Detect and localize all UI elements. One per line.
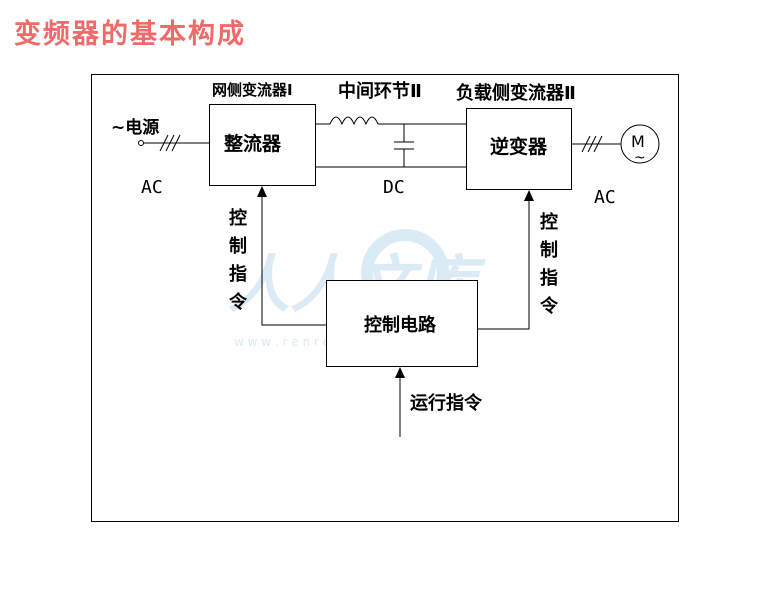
control-command-left: 控 制 指 令 bbox=[228, 207, 248, 313]
svg-text:制: 制 bbox=[540, 240, 558, 261]
rectifier-block bbox=[209, 104, 316, 186]
inductor bbox=[329, 116, 379, 126]
svg-text:令: 令 bbox=[228, 291, 248, 313]
svg-text:制: 制 bbox=[229, 236, 247, 257]
motor-wave: ~ bbox=[634, 150, 646, 166]
dc-label: DC bbox=[383, 177, 405, 198]
svg-text:指: 指 bbox=[229, 263, 247, 285]
motor-label: M bbox=[631, 132, 645, 151]
three-phase-ticks-in bbox=[159, 134, 181, 152]
control-arrow-left bbox=[257, 186, 326, 326]
power-source-label: ~电源 bbox=[111, 117, 159, 138]
control-circuit-block bbox=[326, 280, 478, 367]
svg-text:令: 令 bbox=[539, 295, 559, 317]
control-arrow-right bbox=[478, 190, 534, 330]
ac-input-label: AC bbox=[141, 177, 163, 198]
svg-text:指: 指 bbox=[540, 267, 558, 289]
run-command-label: 运行指令 bbox=[410, 392, 483, 414]
grid-converter-label: 网侧变流器Ⅰ bbox=[212, 81, 293, 99]
slide-title: 变频器的基本构成 bbox=[14, 19, 246, 50]
motor-icon bbox=[620, 124, 660, 164]
inverter-label: 逆变器 bbox=[490, 135, 548, 158]
svg-text:控: 控 bbox=[229, 207, 247, 229]
outer-frame bbox=[91, 74, 679, 522]
inverter-block bbox=[466, 108, 572, 190]
control-circuit-label: 控制电路 bbox=[364, 314, 437, 336]
svg-text:控: 控 bbox=[540, 211, 558, 233]
control-command-right: 控 制 指 令 bbox=[539, 211, 559, 317]
rectifier-label: 整流器 bbox=[224, 132, 282, 155]
dc-link-label: 中间环节Ⅱ bbox=[338, 80, 422, 102]
load-converter-label: 负载侧变流器Ⅱ bbox=[456, 82, 576, 104]
run-command-arrow bbox=[395, 367, 405, 437]
capacitor bbox=[394, 124, 414, 167]
three-phase-ticks-out bbox=[581, 135, 603, 153]
ac-output-label: AC bbox=[594, 187, 616, 208]
source-terminal bbox=[138, 140, 144, 146]
